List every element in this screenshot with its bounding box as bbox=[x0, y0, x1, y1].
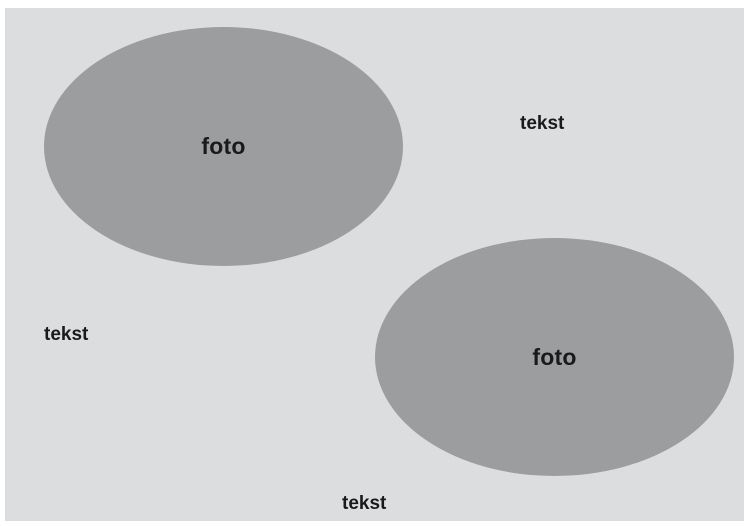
text-placeholder: tekst bbox=[520, 113, 565, 134]
layout-sketch-canvas: foto tekst tekst foto tekst bbox=[5, 8, 744, 521]
photo-placeholder: foto bbox=[44, 27, 403, 266]
text-placeholder: tekst bbox=[44, 324, 89, 345]
photo-label: foto bbox=[532, 343, 577, 370]
photo-label: foto bbox=[201, 133, 246, 159]
text-placeholder: tekst bbox=[342, 493, 387, 514]
photo-placeholder: foto bbox=[375, 238, 734, 476]
